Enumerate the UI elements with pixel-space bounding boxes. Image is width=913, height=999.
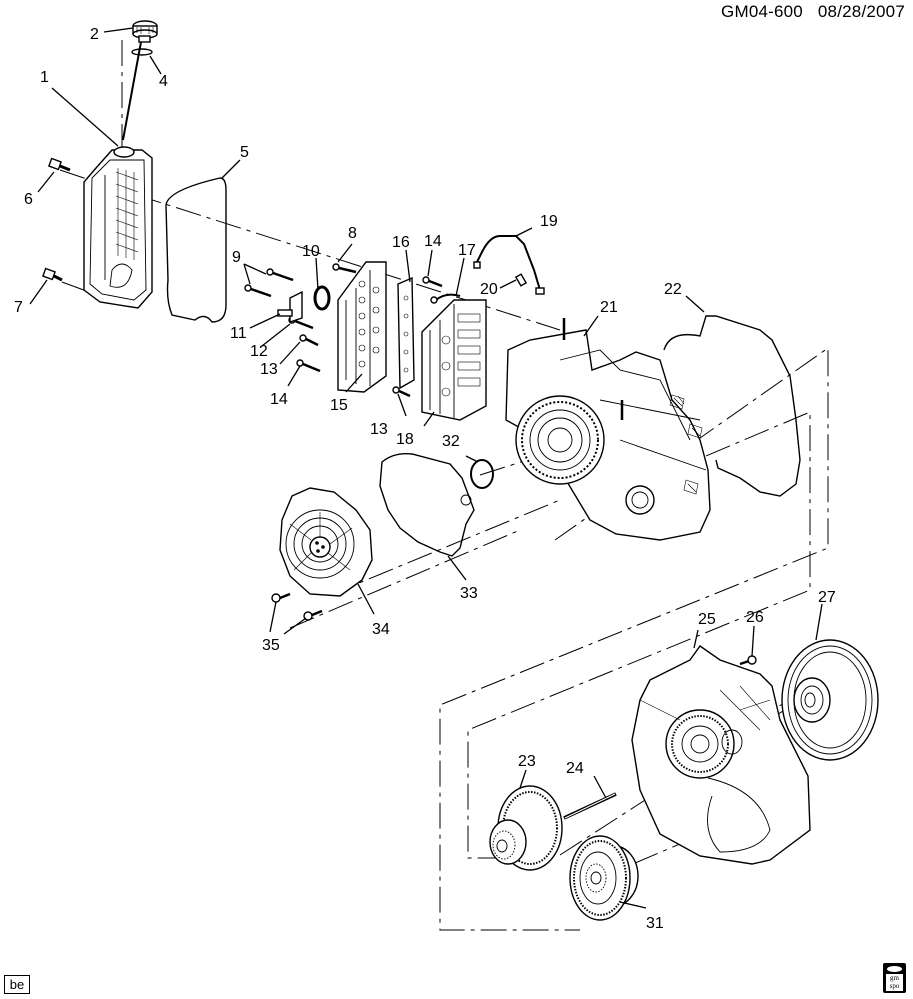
- part-13-bolt-a[interactable]: [299, 334, 319, 347]
- callout-6: 6: [24, 191, 33, 208]
- callout-13a: 13: [260, 361, 278, 378]
- logo-text-line1: gm: [890, 974, 899, 982]
- diagram-header: GM04-600 08/28/2007: [721, 2, 905, 22]
- callout-12: 12: [250, 343, 268, 360]
- callout-27: 27: [818, 589, 836, 606]
- axis-line-bolt-6: [59, 169, 97, 183]
- part-27-torque-converter[interactable]: [781, 639, 879, 761]
- dipstick: [122, 41, 142, 141]
- part-18-valve-body-assembly[interactable]: [421, 299, 487, 421]
- callout-5: 5: [240, 144, 249, 161]
- part-11-bracket[interactable]: [277, 290, 303, 323]
- part-35-bolts[interactable]: [271, 592, 323, 621]
- part-21-transmission-case[interactable]: [505, 318, 711, 541]
- part-6-bolt[interactable]: [48, 157, 71, 172]
- callout-24: 24: [566, 760, 584, 777]
- callout-19: 19: [540, 213, 558, 230]
- part-34-front-cover[interactable]: [279, 487, 373, 597]
- callout-31: 31: [646, 915, 664, 932]
- part-31-differential-gear[interactable]: [569, 835, 639, 921]
- callout-18: 18: [396, 431, 414, 448]
- logo-text-line2: spo: [889, 982, 900, 990]
- part-19-wiring-harness[interactable]: [473, 235, 545, 295]
- callout-16: 16: [392, 234, 410, 251]
- callout-9: 9: [232, 249, 241, 266]
- callout-32: 32: [442, 433, 460, 450]
- part-32-seal-ring[interactable]: [470, 459, 494, 489]
- callout-labels: 1 2 4 5 6 7 8 9 10 11 12 13 14 15 16 14 …: [14, 26, 836, 932]
- part-24-shaft[interactable]: [563, 792, 617, 820]
- callout-23: 23: [518, 753, 536, 770]
- part-33-cover-gasket[interactable]: [379, 452, 475, 557]
- clutch-drum: [515, 395, 605, 485]
- part-9-bolts[interactable]: [244, 268, 294, 298]
- callout-1: 1: [40, 69, 49, 86]
- callout-15: 15: [330, 397, 348, 414]
- callout-4: 4: [159, 73, 168, 90]
- part-20-speed-sensor[interactable]: [514, 273, 528, 287]
- part-13-bolt-b[interactable]: [392, 386, 411, 398]
- part-16-spacer-plate[interactable]: [397, 276, 415, 390]
- logo-oval: [887, 966, 902, 972]
- part-14-bolt-a[interactable]: [296, 359, 321, 373]
- callout-2: 2: [90, 26, 99, 43]
- callout-25: 25: [698, 611, 716, 628]
- callout-21: 21: [600, 299, 618, 316]
- part-5-gasket[interactable]: [165, 177, 227, 323]
- frame-line-inner: [467, 411, 811, 859]
- callout-22: 22: [664, 281, 682, 298]
- callout-14a: 14: [270, 391, 288, 408]
- callout-20: 20: [480, 281, 498, 298]
- part-26-bolt[interactable]: [739, 655, 757, 666]
- frame-line-outer: [439, 347, 829, 931]
- callout-33: 33: [460, 585, 478, 602]
- callout-7: 7: [14, 299, 23, 316]
- part-15-control-valve-body[interactable]: [337, 261, 387, 393]
- callout-13b: 13: [370, 421, 388, 438]
- axis-line-cover: [95, 181, 561, 331]
- callout-34: 34: [372, 621, 390, 638]
- part-25-converter-housing[interactable]: [631, 645, 811, 865]
- part-14-bolt-b[interactable]: [422, 276, 443, 288]
- callout-17: 17: [458, 242, 476, 259]
- callout-14b: 14: [424, 233, 442, 250]
- callout-8: 8: [348, 225, 357, 242]
- part-1-side-cover[interactable]: [83, 146, 153, 309]
- part-7-bolt[interactable]: [42, 267, 63, 282]
- illustration-id: GM04-600: [721, 2, 803, 21]
- logo-text: gm spo: [886, 974, 903, 991]
- illustration-date: 08/28/2007: [817, 2, 905, 21]
- part-4-seal[interactable]: [131, 48, 153, 56]
- callout-10: 10: [302, 243, 320, 260]
- part-8-bolt[interactable]: [332, 263, 357, 274]
- part-10-seal[interactable]: [313, 285, 331, 311]
- part-17-wire-clip[interactable]: [430, 293, 461, 304]
- callout-35: 35: [262, 637, 280, 654]
- callout-26: 26: [746, 609, 764, 626]
- part-22-case-gasket[interactable]: [663, 315, 801, 497]
- gm-spo-logo: gm spo: [883, 963, 906, 993]
- callout-11: 11: [230, 325, 247, 342]
- leader-lines: [29, 27, 823, 909]
- be-badge: be: [4, 975, 30, 994]
- part-23-drive-gear[interactable]: [489, 785, 563, 871]
- part-2-fill-cap[interactable]: [132, 20, 158, 43]
